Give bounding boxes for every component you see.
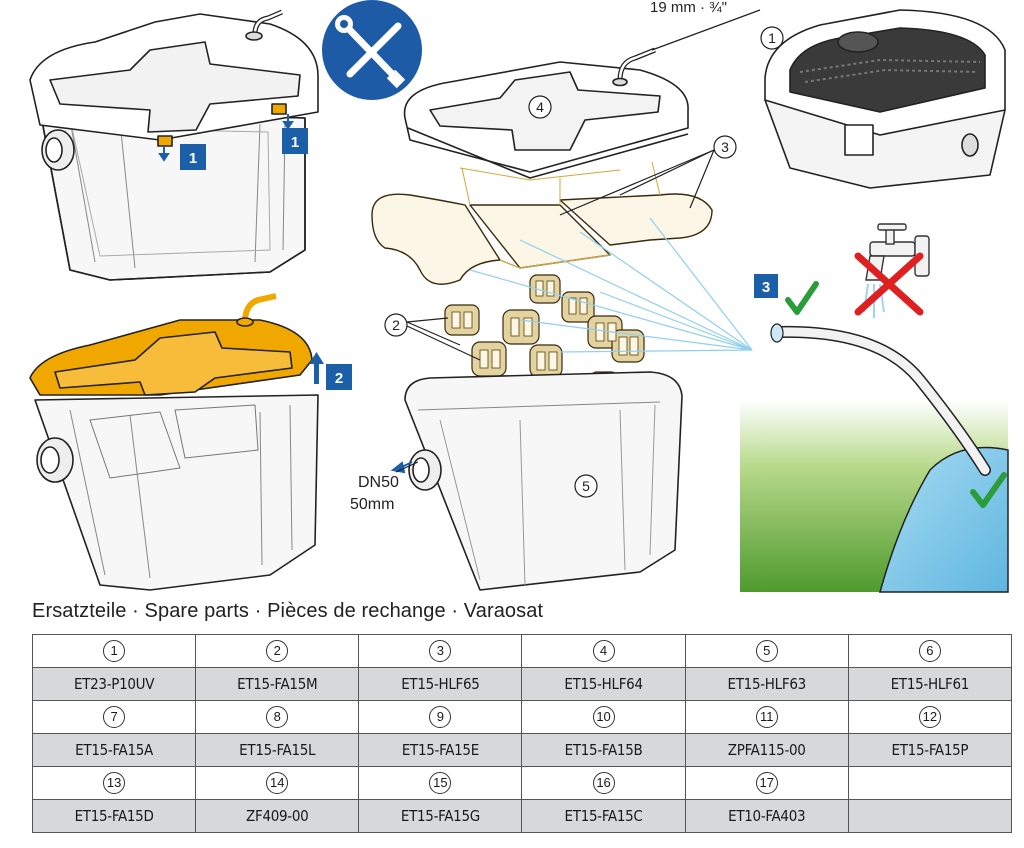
table-row: ET15-FA15D ZF409-00 ET15-FA15G ET15-FA15… (31, 799, 1013, 833)
part-code-cell: ET15-FA15P (847, 733, 1013, 767)
part-code-cell: ET15-FA15D (31, 799, 197, 833)
table-row: 1 2 3 4 5 6 (31, 634, 1013, 668)
part-number-cell: 15 (358, 766, 523, 800)
table-row: ET23-P10UV ET15-FA15M ET15-HLF65 ET15-HL… (31, 667, 1013, 701)
step-badge-text: 1 (189, 150, 197, 167)
part-number-cell: 10 (521, 700, 686, 734)
part-callout-number: 3 (721, 139, 729, 155)
part-code-cell: ET15-FA15E (358, 733, 523, 767)
part-number-cell: 2 (195, 634, 360, 668)
check-icon (785, 281, 819, 315)
filter-open-illustration (29, 293, 319, 591)
lift-arrow (309, 352, 324, 384)
part-number-cell: 13 (31, 766, 197, 800)
part-code-cell: ET23-P10UV (31, 667, 197, 701)
part-code-cell: ZPFA115-00 (684, 733, 849, 767)
part-code-cell: ET10-FA403 (684, 799, 849, 833)
part-callout-number: 2 (392, 317, 400, 333)
part-number-cell: 6 (847, 634, 1013, 668)
part-callout-number: 4 (536, 99, 544, 115)
part-callout-1: 1 (760, 26, 784, 50)
part-code-cell: ET15-HLF65 (358, 667, 523, 701)
part-number-cell: 5 (684, 634, 849, 668)
step-badge-text: 1 (291, 134, 299, 151)
part-callout-number: 1 (768, 30, 776, 46)
part-callout-3: 3 (713, 135, 737, 159)
part-number-cell: 7 (31, 700, 197, 734)
spare-parts-title: Ersatzteile · Spare parts · Pièces de re… (32, 600, 544, 622)
part-code-cell: ET15-FA15L (195, 733, 360, 767)
water-spray (469, 217, 753, 353)
table-row: 7 8 9 10 11 12 (31, 700, 1013, 734)
part-number-cell: 14 (195, 766, 360, 800)
hose-size-label: 19 mm · ¾" (650, 0, 727, 16)
part-number-cell: 12 (847, 700, 1013, 734)
part-callout-number: 5 (582, 478, 590, 494)
part-callout-4: 4 (528, 95, 552, 119)
check-icon (970, 472, 1007, 508)
assembly-diagram: 1 1 2 3 (29, 0, 1009, 593)
part-number-cell: 16 (521, 766, 686, 800)
part-code-cell: ET15-HLF61 (847, 667, 1013, 701)
step-badge-1b: 1 (282, 128, 308, 154)
step-badge-2: 2 (326, 364, 352, 390)
outlet-size-label: 50mm (350, 496, 394, 513)
part-number-cell: 3 (358, 634, 523, 668)
step-badge-3: 3 (754, 274, 778, 298)
part-code-cell: ET15-FA15M (195, 667, 360, 701)
part-number-cell: 1 (31, 634, 197, 668)
part-code-cell: ET15-FA15B (521, 733, 686, 767)
part-number-cell-empty (847, 766, 1013, 800)
no-tap-icon (854, 223, 930, 318)
step-badge-1a: 1 (180, 144, 206, 170)
outlet-size-label: DN50 (358, 474, 399, 491)
service-wrench-screwdriver-icon (322, 0, 422, 100)
step-badge-text: 2 (335, 370, 343, 387)
part-code-cell: ET15-FA15C (521, 799, 686, 833)
part-code-cell: ET15-FA15G (358, 799, 523, 833)
part-code-cell: ET15-HLF64 (521, 667, 686, 701)
part-code-cell: ET15-HLF63 (684, 667, 849, 701)
exploded-foam (371, 161, 713, 285)
part-callout-5: 5 (574, 474, 598, 498)
part-number-cell: 11 (684, 700, 849, 734)
table-row: 13 14 15 16 17 (31, 766, 1013, 800)
step-badge-text: 3 (762, 279, 770, 296)
pond-scene (740, 323, 1009, 593)
part-code-cell-empty (847, 799, 1013, 833)
table-row: ET15-FA15A ET15-FA15L ET15-FA15E ET15-FA… (31, 733, 1013, 767)
part-callout-2: 2 (384, 313, 408, 337)
spare-parts-table: 1 2 3 4 5 6 ET23-P10UV ET15-FA15M ET15-H… (31, 634, 1013, 833)
part-code-cell: ET15-FA15A (31, 733, 197, 767)
exploded-base (404, 371, 683, 591)
part-number-cell: 9 (358, 700, 523, 734)
release-arrows (158, 114, 294, 162)
part-number-cell: 8 (195, 700, 360, 734)
part-code-cell: ZF409-00 (195, 799, 360, 833)
filter-closed-illustration (29, 9, 319, 281)
part-number-cell: 4 (521, 634, 686, 668)
uv-clarifier-illustration (764, 9, 1006, 189)
callout-lines (395, 9, 761, 473)
part-number-cell: 17 (684, 766, 849, 800)
